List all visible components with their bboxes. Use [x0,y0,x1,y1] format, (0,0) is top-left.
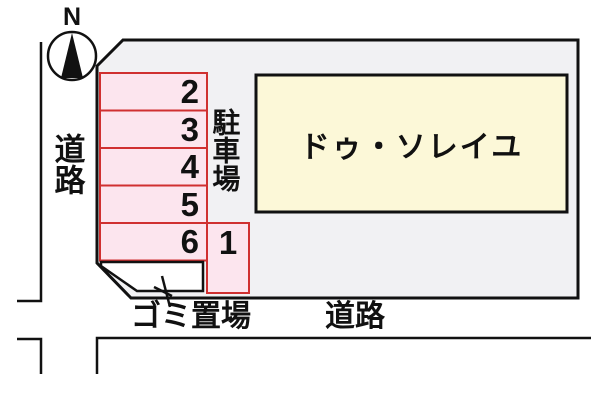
space-number-3: 3 [180,110,199,148]
road-edge-corner-lower-left [17,337,43,374]
road-label-bottom: 道路 [325,300,385,333]
garbage-area-outline [99,260,205,293]
building-outline [254,73,569,214]
parking-space-3 [99,109,208,149]
garbage-leader-line [160,275,172,308]
parking-space-2 [99,72,208,112]
garbage-area-label: ゴミ置場 [131,300,251,333]
garbage-leader-tick [153,285,173,298]
road-edge-left [17,42,43,303]
space-number-5: 5 [180,185,199,223]
road-label-left: 道路 [49,133,85,195]
road-edge-bottom [95,336,591,374]
space-number-1: 1 [218,223,238,261]
space-number-6: 6 [180,223,199,260]
compass-north-label: N [62,3,82,31]
parking-space-6 [99,222,208,262]
space-number-4: 4 [180,148,199,185]
parking-area-label: 駐車場 [209,108,241,192]
building-name-label: ドゥ・ソレイユ [299,130,524,164]
parking-space-5 [99,184,208,224]
space-number-2: 2 [180,73,199,110]
compass-needle-icon [61,33,83,78]
